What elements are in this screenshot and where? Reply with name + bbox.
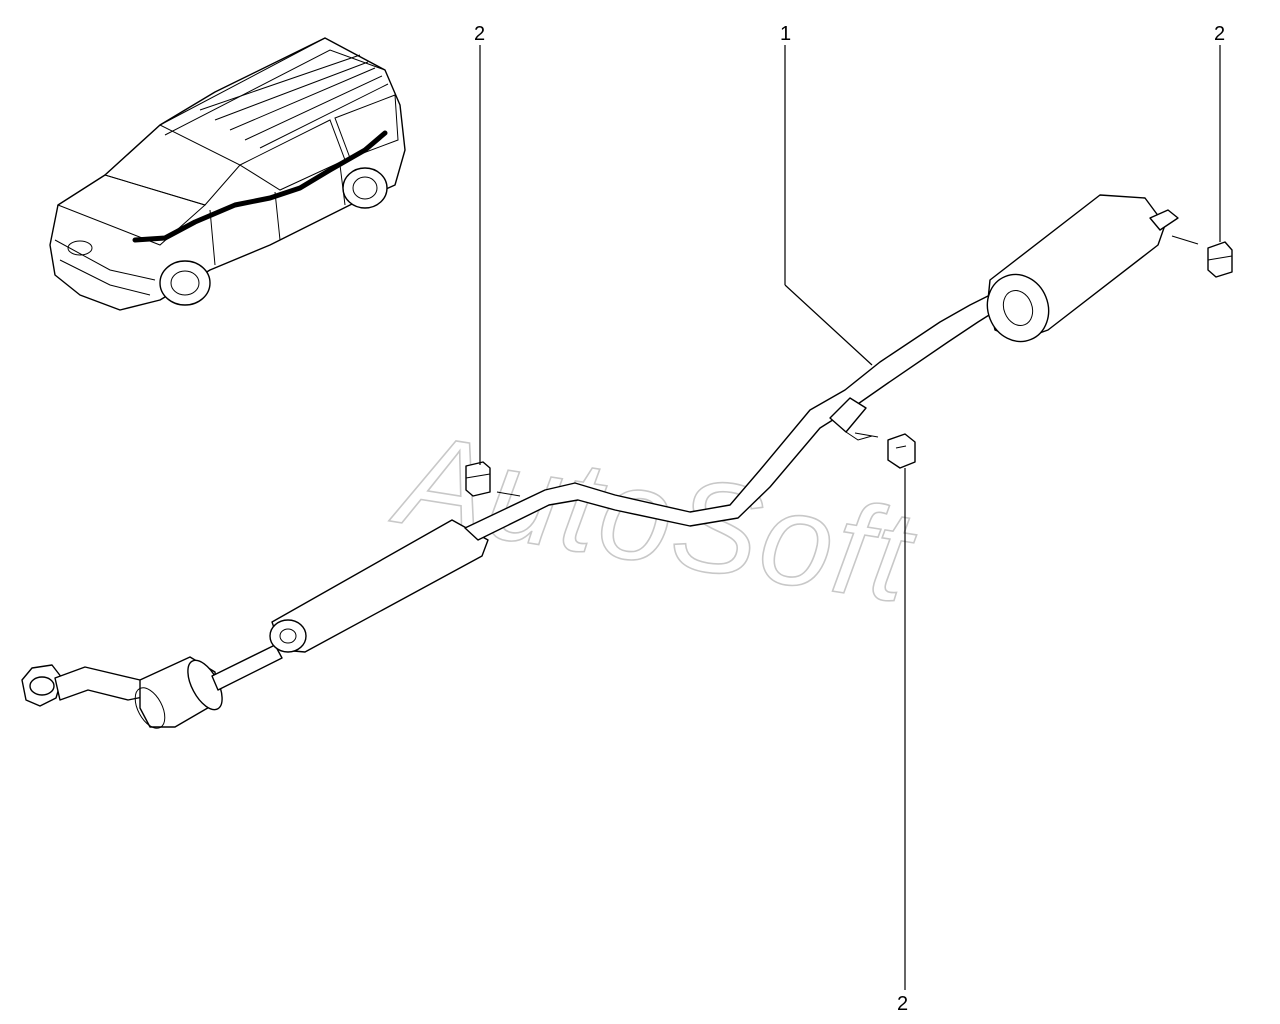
vehicle-illustration	[49, 37, 406, 311]
callout-mount-rear-right: 2	[1214, 23, 1225, 45]
exhaust-assembly	[21, 194, 1199, 729]
callout-exhaust-system: 1	[780, 23, 791, 45]
callout-labels: 1 2 2 2	[474, 23, 1225, 1015]
rubber-mount-rear-right	[1207, 241, 1233, 278]
callout-mount-front-left: 2	[474, 23, 485, 45]
rubber-mount-front-left	[465, 461, 491, 497]
leader-lines	[479, 45, 1221, 990]
callout-mount-middle: 2	[897, 993, 908, 1015]
rubber-mount-middle	[887, 433, 916, 469]
